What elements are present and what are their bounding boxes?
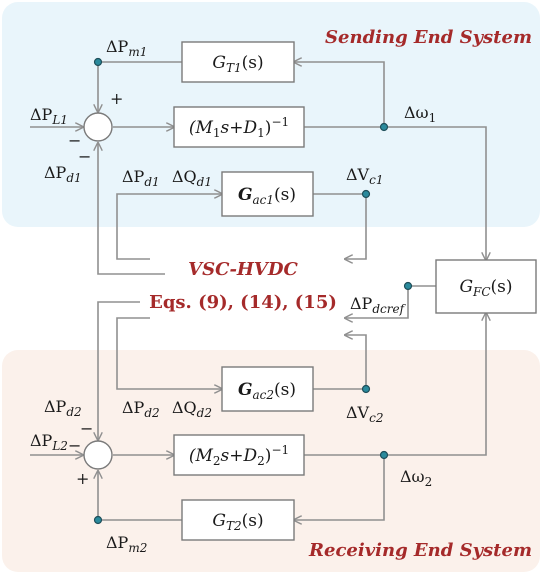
- gt1-block: [181, 41, 295, 83]
- wire-vsc-to-gac2: [116, 317, 222, 389]
- summing-junction-2: [83, 440, 113, 470]
- dot-w1: [379, 122, 389, 132]
- signal-dpl1: ΔPL1: [30, 105, 68, 127]
- dot-w2: [379, 450, 389, 460]
- signal-dw1: Δω1: [404, 103, 436, 125]
- gt2-block: [181, 499, 295, 541]
- signal-dpm2: ΔPm2: [106, 533, 147, 555]
- dot-pm2: [93, 515, 103, 525]
- wire-w2-to-gfc: [384, 313, 486, 456]
- gac2-label: Gac2(s): [238, 380, 296, 402]
- wire-gfc-to-vsc: [345, 285, 436, 318]
- signal-dw2: Δω2: [400, 467, 432, 489]
- summing-junction-1: [83, 112, 113, 142]
- m2-label: (M2s+D2)−1: [189, 443, 289, 468]
- dot-pm1: [93, 57, 103, 67]
- gt2-label: GT2(s): [212, 511, 263, 533]
- sending-end-title: Sending End System: [325, 27, 532, 48]
- dot-vc1: [361, 189, 371, 199]
- vsc-hvdc-equations: Eqs. (9), (14), (15): [149, 292, 337, 313]
- wire-vsc-to-sum1: [98, 143, 165, 275]
- dot-vc2: [361, 384, 371, 394]
- wire-vsc-to-gac1: [116, 194, 222, 260]
- signal-dpdcref: ΔPdcref: [350, 294, 407, 316]
- gt1-label: GT1(s): [212, 53, 263, 75]
- gfc-label: GFC(s): [459, 277, 512, 299]
- sign-minus-2a: −: [80, 419, 93, 438]
- wire-w1-to-gt1: [294, 62, 385, 127]
- signal-dpd2-sum: ΔPd2: [44, 397, 82, 419]
- wire-w2-to-gt2: [294, 455, 385, 520]
- gac1-label: Gac1(s): [238, 185, 296, 207]
- wire-w1-to-gfc: [384, 126, 486, 260]
- dot-pdcref: [403, 281, 413, 291]
- gfc-block: [435, 259, 537, 314]
- signal-dqd1: ΔQd1: [172, 167, 212, 189]
- gac1-block: [221, 171, 314, 217]
- m1-block: [173, 106, 305, 148]
- signal-dvc1: ΔVc1: [346, 165, 383, 187]
- wire-vsc-to-sum2: [98, 301, 140, 440]
- signal-dpd2-gac: ΔPd2: [122, 398, 160, 420]
- sign-plus-1: +: [110, 89, 123, 108]
- vsc-hvdc-title: VSC-HVDC: [188, 259, 298, 280]
- signal-dqd2: ΔQd2: [172, 398, 212, 420]
- signal-dpd1-gac: ΔPd1: [122, 167, 160, 189]
- wire-gac2-to-vsc: [313, 335, 367, 390]
- gac2-block: [221, 366, 314, 412]
- signal-dvc2: ΔVc2: [346, 403, 383, 425]
- signal-dpl2: ΔPL2: [30, 431, 68, 453]
- m2-block: [173, 434, 305, 476]
- receiving-end-title: Receiving End System: [308, 540, 532, 561]
- signal-dpm1: ΔPm1: [106, 37, 147, 59]
- signal-dpd1-sum: ΔPd1: [44, 163, 82, 185]
- sign-minus-2b: −: [68, 436, 81, 455]
- m1-label: (M1s+D1)−1: [189, 115, 289, 140]
- sign-plus-2: +: [76, 469, 89, 488]
- sign-minus-1a: −: [68, 131, 81, 150]
- wire-gac1-to-vsc: [313, 193, 367, 259]
- sign-minus-1b: −: [78, 147, 91, 166]
